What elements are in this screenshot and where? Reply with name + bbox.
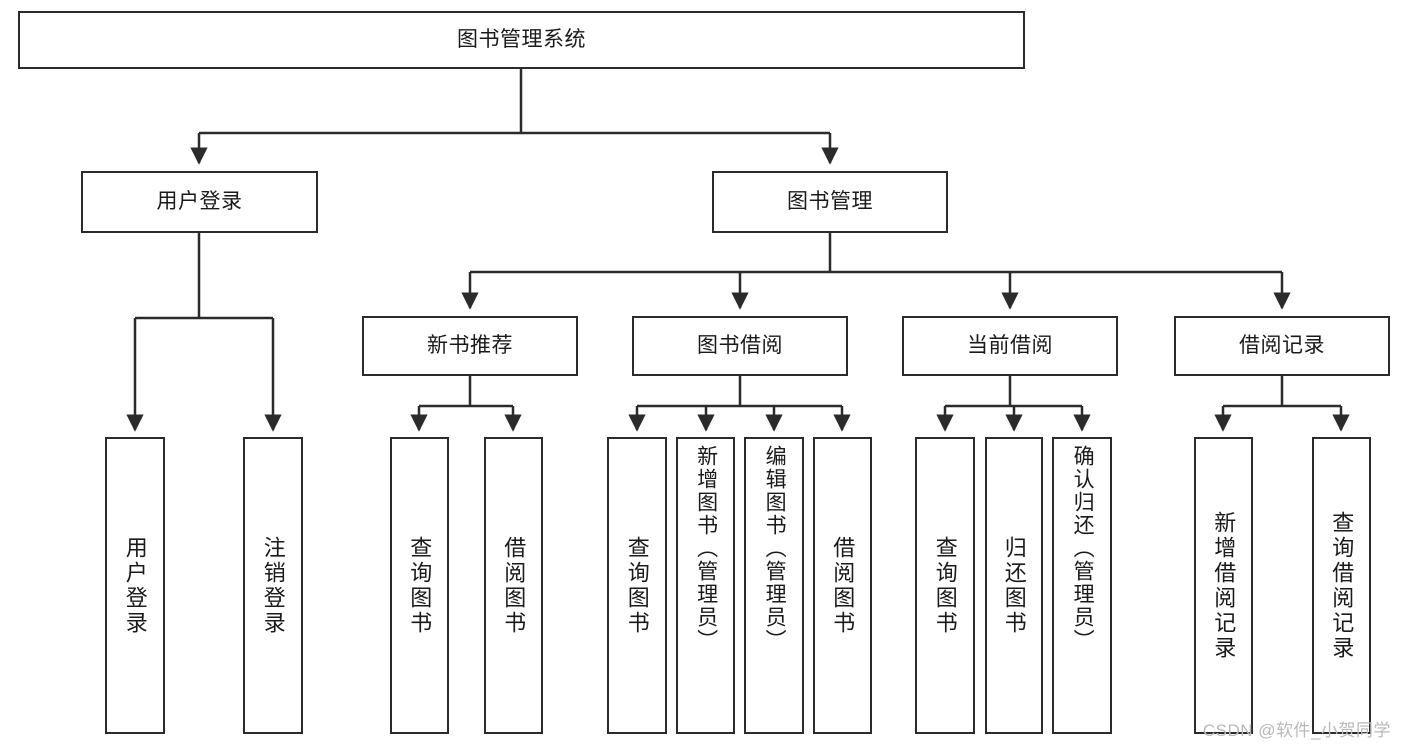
leaf-new-book-borrow[interactable]: 借阅图书 <box>484 437 543 734</box>
node-label: 查询图书 <box>407 535 433 636</box>
leaf-book-borrow-borrow[interactable]: 借阅图书 <box>813 437 872 734</box>
leaf-current-borrow-confirm-return[interactable]: 确认归还（管理员） <box>1052 437 1112 734</box>
leaf-book-borrow-query[interactable]: 查询图书 <box>607 437 667 734</box>
node-label: 图书借阅 <box>697 334 783 358</box>
node-user-login[interactable]: 用户登录 <box>81 171 318 233</box>
node-label: 注销登录 <box>260 535 286 636</box>
leaf-new-book-query[interactable]: 查询图书 <box>390 437 449 734</box>
node-book-borrow[interactable]: 图书借阅 <box>632 316 848 376</box>
node-label: 借阅图书 <box>501 535 527 636</box>
node-label: 用户登录 <box>122 535 148 636</box>
node-borrow-record[interactable]: 借阅记录 <box>1174 316 1390 376</box>
node-label: 用户登录 <box>156 190 243 214</box>
leaf-user-login-logout[interactable]: 注销登录 <box>243 437 303 734</box>
leaf-borrow-record-query[interactable]: 查询借阅记录 <box>1312 437 1371 734</box>
leaf-current-borrow-query[interactable]: 查询图书 <box>915 437 975 734</box>
node-label: 新增借阅记录 <box>1211 510 1237 661</box>
leaf-book-borrow-edit[interactable]: 编辑图书（管理员） <box>744 437 804 734</box>
node-label: 当前借阅 <box>967 334 1053 358</box>
node-label: 查询图书 <box>932 535 958 636</box>
node-label: 编辑图书（管理员） <box>763 445 787 652</box>
node-label: 借阅图书 <box>830 535 856 636</box>
node-current-borrow[interactable]: 当前借阅 <box>902 316 1118 376</box>
node-label: 图书管理 <box>787 190 873 214</box>
leaf-borrow-record-add[interactable]: 新增借阅记录 <box>1194 437 1253 734</box>
leaf-user-login-login[interactable]: 用户登录 <box>105 437 165 734</box>
node-label: 借阅记录 <box>1239 334 1325 358</box>
leaf-book-borrow-add[interactable]: 新增图书（管理员） <box>676 437 735 734</box>
node-label: 新书推荐 <box>427 334 513 358</box>
node-book-management[interactable]: 图书管理 <box>712 171 948 233</box>
node-root-book-management-system[interactable]: 图书管理系统 <box>18 11 1025 69</box>
leaf-current-borrow-return[interactable]: 归还图书 <box>985 437 1043 734</box>
node-label: 新增图书（管理员） <box>694 445 718 652</box>
node-label: 查询图书 <box>624 535 650 636</box>
node-label: 确认归还（管理员） <box>1071 445 1095 652</box>
node-label: 查询借阅记录 <box>1329 510 1355 661</box>
node-new-book-recommend[interactable]: 新书推荐 <box>362 316 578 376</box>
node-label: 归还图书 <box>1001 535 1027 636</box>
node-label: 图书管理系统 <box>457 28 586 52</box>
